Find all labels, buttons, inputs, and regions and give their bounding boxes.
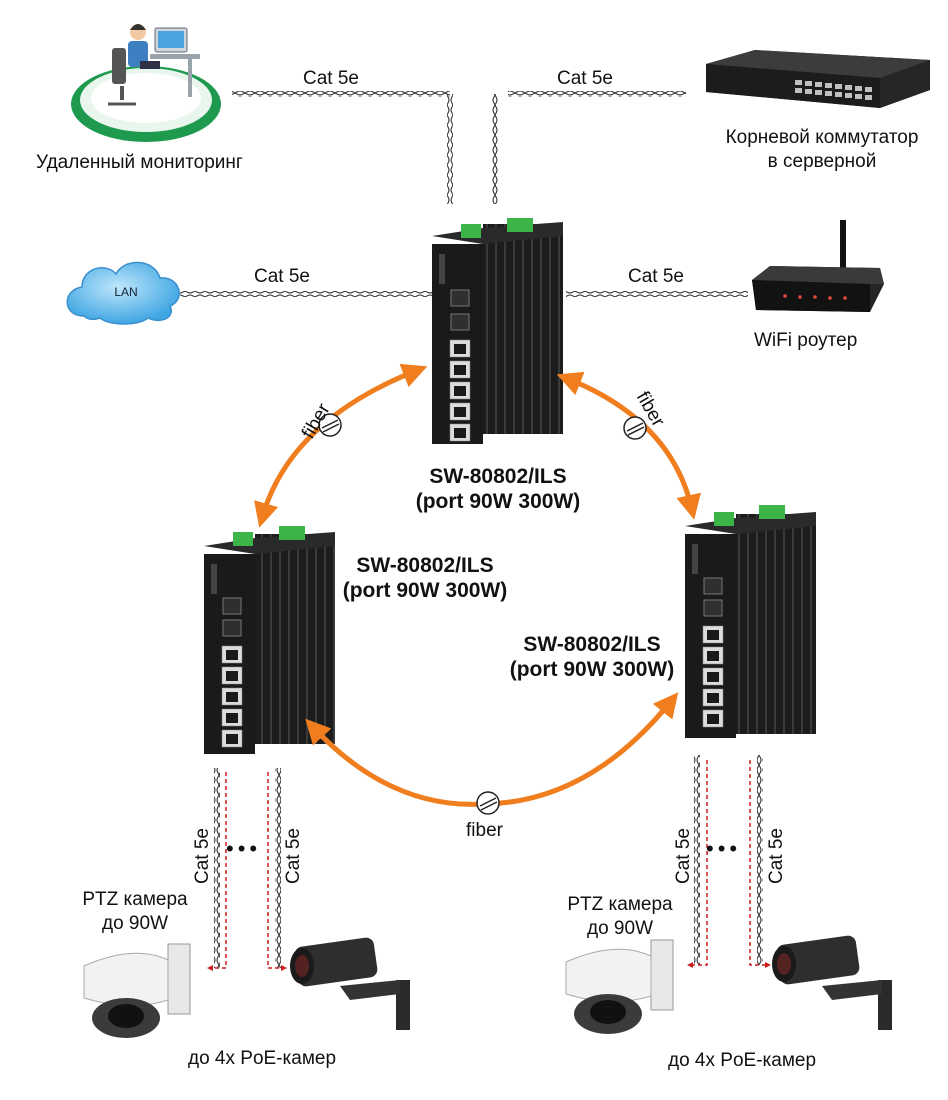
switch-left-label: SW-80802/ILS (port 90W 300W) — [325, 553, 525, 603]
cable-right-poe — [749, 755, 771, 968]
core-switch-label: Корневой коммутатор в серверной — [712, 126, 932, 174]
poe-group-label-right: до 4х PoE-камер — [668, 1050, 817, 1071]
switch-right-label: SW-80802/ILS (port 90W 300W) — [492, 632, 692, 682]
switch-left-ports: (port 90W 300W) — [342, 579, 508, 602]
cable-label-remote: Cat 5e — [303, 68, 359, 89]
cable-label-right-poe: Cat 5e — [766, 828, 787, 884]
ptz-label-line2: до 90W — [587, 918, 653, 939]
switch-left-model: SW-80802/ILS — [356, 554, 494, 577]
lan-cloud-icon: LAN — [66, 261, 180, 325]
ptz-label-line1: PTZ камера — [82, 889, 188, 910]
ellipsis-right: ••• — [706, 836, 742, 861]
ptz-camera-label-right: PTZ камера до 90W — [545, 893, 695, 941]
switch-top-ports: (port 90W 300W) — [415, 490, 581, 513]
cable-label-right-ptz: Cat 5e — [673, 828, 694, 884]
fiber-connector-icon — [318, 413, 342, 437]
switch-right-ports: (port 90W 300W) — [509, 658, 675, 681]
switch-right — [685, 505, 816, 738]
ptz-label-line2: до 90W — [102, 913, 168, 934]
switch-right-model: SW-80802/ILS — [523, 633, 661, 656]
cable-right-ptz — [687, 755, 708, 968]
core-switch-label-line1: Корневой коммутатор — [725, 127, 919, 148]
switch-left — [204, 526, 335, 754]
ptz-camera-icon — [565, 939, 674, 1034]
cable-label-left-ptz: Cat 5e — [192, 828, 213, 884]
cable-left-ptz — [207, 768, 227, 971]
cable-remote-monitoring — [232, 91, 453, 204]
cable-lan — [180, 291, 432, 297]
fiber-connector-icon — [623, 416, 647, 440]
core-switch-label-line2: в серверной — [767, 151, 877, 172]
switch-top-model: SW-80802/ILS — [429, 465, 567, 488]
switch-top — [432, 218, 563, 444]
switch-top-label: SW-80802/ILS (port 90W 300W) — [398, 464, 598, 514]
ptz-camera-icon — [83, 943, 191, 1038]
cable-wifi — [566, 291, 748, 297]
core-switch-icon — [706, 50, 930, 108]
lan-label: LAN — [114, 285, 137, 299]
cable-left-poe — [267, 768, 287, 971]
cable-label-core: Cat 5e — [557, 68, 613, 89]
cable-label-left-poe: Cat 5e — [283, 828, 304, 884]
ellipsis-left: ••• — [226, 836, 262, 861]
poe-camera-icon — [290, 937, 410, 1030]
cable-label-lan: Cat 5e — [254, 266, 310, 287]
remote-monitoring-icon — [71, 24, 221, 142]
fiber-arrow-top-left — [254, 363, 428, 528]
remote-monitoring-label: Удаленный мониторинг — [36, 152, 243, 173]
cable-core-switch — [492, 91, 686, 204]
fiber-arrow-bottom — [305, 692, 679, 807]
fiber-arrow-top-right — [556, 371, 701, 520]
wifi-router-icon — [752, 220, 884, 312]
poe-camera-icon — [772, 935, 892, 1030]
fiber-connector-icon — [476, 791, 500, 815]
wifi-router-label: WiFi роутер — [754, 330, 858, 351]
poe-group-label-left: до 4х PoE-камер — [188, 1048, 337, 1069]
cable-label-wifi: Cat 5e — [628, 266, 684, 287]
ptz-camera-label-left: PTZ камера до 90W — [60, 888, 210, 936]
fiber-label-bottom: fiber — [466, 820, 503, 841]
ptz-label-line1: PTZ камера — [567, 894, 673, 915]
